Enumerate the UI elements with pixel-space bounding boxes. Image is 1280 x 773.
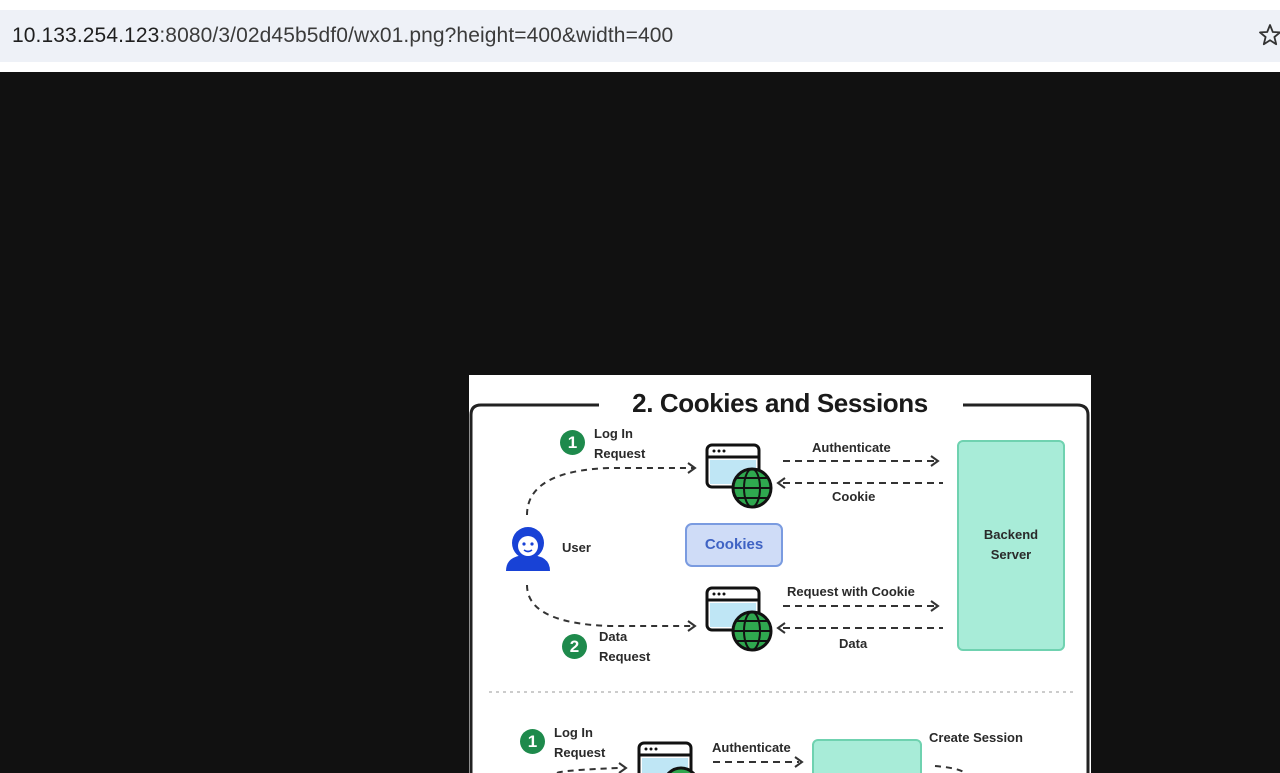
data-arrowhead xyxy=(687,620,697,632)
data-label: Data xyxy=(839,636,868,651)
browser-globe-icon-3 xyxy=(637,741,696,773)
url-host: 10.133.254.123 xyxy=(12,24,160,47)
frame-right xyxy=(963,403,1090,773)
session-server-box xyxy=(812,739,922,773)
backend-server-box xyxy=(957,440,1065,651)
step-badge-2: 2 xyxy=(562,634,587,659)
diagram-title: 2. Cookies and Sessions xyxy=(632,388,928,418)
cookie-label: Cookie xyxy=(832,489,876,504)
data-path xyxy=(526,584,694,627)
login-path xyxy=(526,467,694,516)
login-request-label: Log In Request xyxy=(594,426,646,461)
diagram-graphics xyxy=(469,403,1090,773)
login-arrowhead xyxy=(687,462,697,474)
authenticate-label: Authenticate xyxy=(812,440,891,455)
backend-server-label: Backend Server xyxy=(983,527,1039,562)
diagram-image: 2. Cookies and Sessions 1 Log In Request… xyxy=(469,375,1091,773)
user-label: User xyxy=(562,540,591,555)
star-icon[interactable] xyxy=(1258,22,1280,48)
url-text[interactable]: 10.133.254.123:8080/3/02d45b5df0/wx01.pn… xyxy=(12,24,673,48)
browser-globe-icon-2 xyxy=(705,586,773,652)
authenticate-label-2: Authenticate xyxy=(712,740,791,755)
create-session-label: Create Session xyxy=(929,730,1023,745)
step-badge-1: 1 xyxy=(560,430,585,455)
browser-globe-icon-1 xyxy=(705,443,773,509)
user-icon xyxy=(506,527,550,571)
cookies-box: Cookies xyxy=(685,523,783,567)
step-badge-1-session: 1 xyxy=(520,729,545,754)
request-with-cookie-label: Request with Cookie xyxy=(787,584,915,599)
url-path: :8080/3/02d45b5df0/wx01.png?height=400&w… xyxy=(159,24,674,47)
browser-toolbar: 10.133.254.123:8080/3/02d45b5df0/wx01.pn… xyxy=(0,0,1280,72)
login-request-label-2: Log In Request xyxy=(554,725,606,760)
frame-left xyxy=(469,403,599,773)
address-bar[interactable] xyxy=(0,10,1280,62)
data-request-label: Data Request xyxy=(599,629,651,664)
